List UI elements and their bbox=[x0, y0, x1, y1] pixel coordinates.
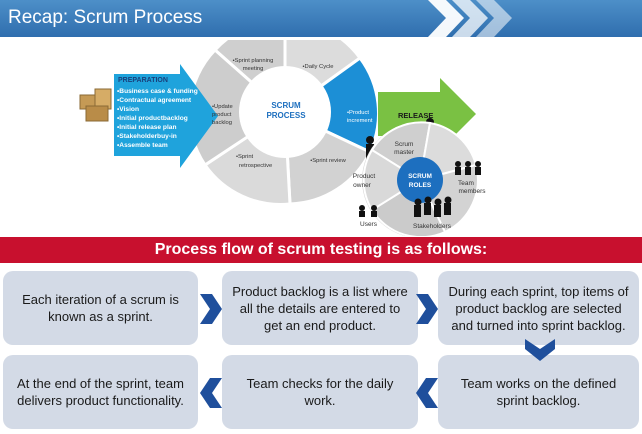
title-bar: Recap: Scrum Process bbox=[0, 0, 642, 37]
scrum-master-label: master bbox=[394, 149, 415, 156]
product-increment-label: •Product bbox=[347, 110, 369, 116]
prep-item: •Stakeholderbuy-in bbox=[117, 133, 177, 140]
roles-center-label: ROLES bbox=[409, 182, 432, 189]
prep-item: •Initial release plan bbox=[117, 124, 176, 131]
product-owner-label: Product bbox=[353, 173, 376, 180]
sprint-retro-label: retrospective bbox=[239, 163, 272, 169]
process-flow-banner: Process flow of scrum testing is as foll… bbox=[0, 237, 642, 263]
arrow-down-icon bbox=[525, 339, 555, 361]
team-people-icon bbox=[359, 161, 481, 217]
product-increment-label: increment bbox=[347, 118, 373, 124]
prep-item: •Vision bbox=[117, 106, 139, 113]
prep-item: •Business case & funding bbox=[117, 88, 198, 95]
scrum-process-diagram: PREPARATION •Business case & funding •Co… bbox=[0, 18, 642, 239]
chevron-decoration-icon bbox=[428, 0, 512, 37]
prep-item: •Initial productbacklog bbox=[117, 115, 188, 122]
flow-step-1: Each iteration of a scrum is known as a … bbox=[3, 271, 198, 345]
sprint-review-label: •Sprint review bbox=[310, 158, 346, 164]
users-label: Users bbox=[360, 221, 378, 228]
arrow-left-icon bbox=[416, 378, 438, 408]
arrow-right-icon bbox=[200, 294, 222, 324]
team-members-label: Team bbox=[458, 180, 474, 187]
update-backlog-label: product bbox=[212, 112, 232, 118]
preparation-arrow bbox=[114, 64, 218, 168]
wheel-center-label: SCRUM bbox=[271, 101, 301, 110]
boxes-icon bbox=[79, 88, 112, 122]
prep-item: •Assemble team bbox=[117, 142, 168, 149]
flow-step-2: Product backlog is a list where all the … bbox=[222, 271, 418, 345]
arrow-left-icon bbox=[200, 378, 222, 408]
sprint-planning-label: meeting bbox=[243, 66, 264, 72]
flow-step-6: At the end of the sprint, team delivers … bbox=[3, 355, 198, 429]
scrum-cycle-wheel bbox=[187, 18, 380, 206]
product-owner-label: owner bbox=[353, 182, 372, 189]
update-backlog-label: backlog bbox=[212, 120, 232, 126]
page-title: Recap: Scrum Process bbox=[8, 7, 203, 28]
arrow-right-icon bbox=[416, 294, 438, 324]
flow-step-5: Team checks for the daily work. bbox=[222, 355, 418, 429]
release-label: RELEASE bbox=[398, 111, 433, 120]
sprint-retro-label: •Sprint bbox=[236, 154, 254, 160]
stakeholders-label: Stakeholders bbox=[413, 223, 452, 230]
roles-center-label: SCRUM bbox=[408, 173, 432, 180]
flow-step-4: Team works on the defined sprint backlog… bbox=[438, 355, 639, 429]
prep-item: •Contractual agreement bbox=[117, 97, 192, 104]
preparation-heading: PREPARATION bbox=[118, 77, 168, 84]
update-backlog-label: •Update bbox=[212, 104, 233, 110]
team-members-label: members bbox=[458, 188, 486, 195]
sprint-planning-label: •Sprint planning bbox=[233, 58, 274, 64]
scrum-master-label: Scrum bbox=[395, 141, 414, 148]
daily-cycle-label: •Daily Cycle bbox=[302, 64, 333, 70]
wheel-center-label: PROCESS bbox=[266, 111, 306, 120]
flow-step-3: During each sprint, top items of product… bbox=[438, 271, 639, 345]
